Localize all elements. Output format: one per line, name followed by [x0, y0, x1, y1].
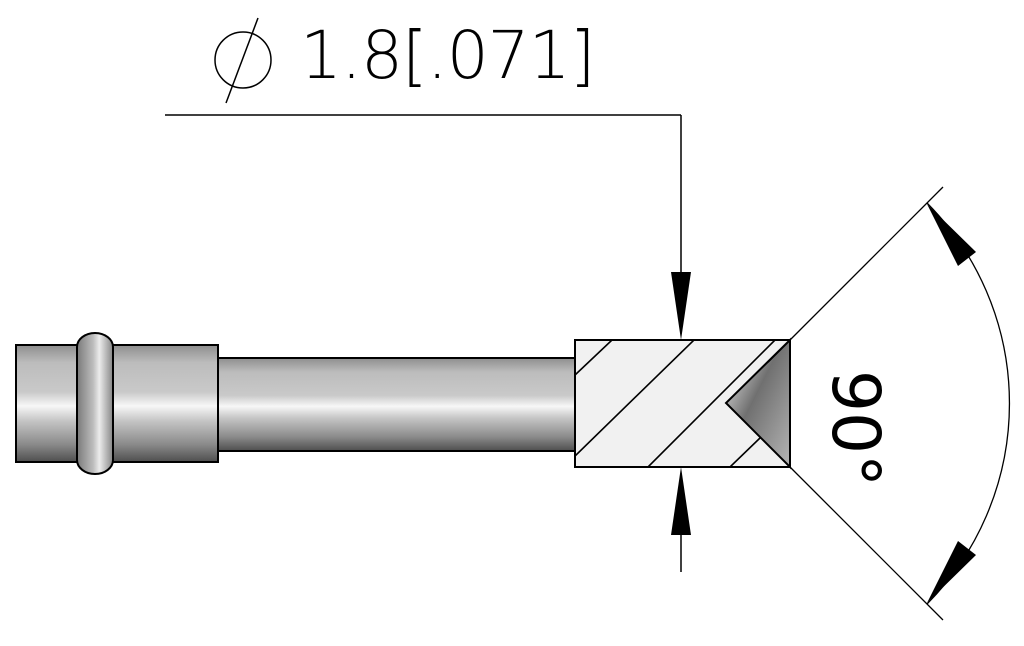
diameter-value-label: 1.8[.071]: [300, 17, 595, 94]
collar-left: [15, 344, 79, 463]
collar-ring: [76, 332, 114, 475]
pin-body: [15, 332, 219, 475]
diameter-symbol-icon: [214, 31, 272, 89]
arrow-down-icon: [671, 272, 691, 340]
arrow-up-icon: [671, 467, 691, 535]
angle-value-label: 90°: [817, 370, 894, 487]
angle-arrow-bottom-icon: [927, 541, 976, 603]
angle-arrow-top-icon: [927, 204, 976, 266]
tip-section-view: [574, 337, 791, 470]
diameter-dimension: [165, 17, 691, 572]
pin-shaft: [217, 357, 576, 452]
angle-dimension: [789, 186, 1011, 621]
collar-right: [111, 344, 219, 463]
section-hatching: [575, 340, 776, 467]
